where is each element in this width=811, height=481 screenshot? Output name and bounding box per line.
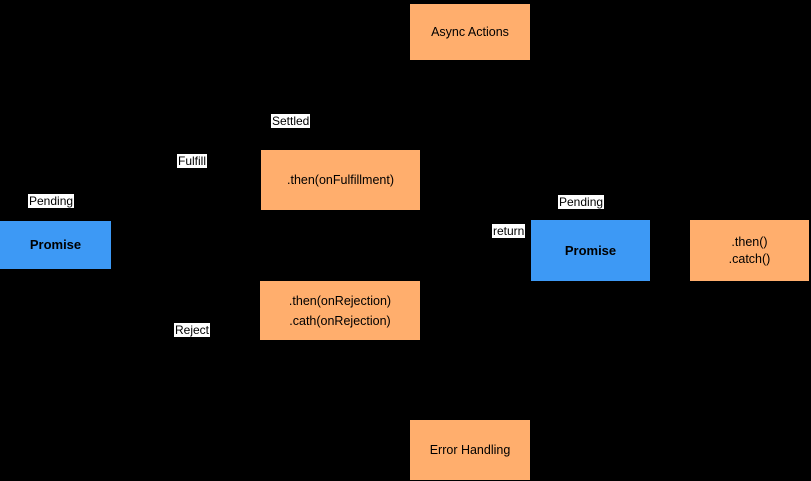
node-promise-left-label: Promise (29, 237, 82, 252)
node-error-handling-label: Error Handling (429, 443, 511, 457)
node-promise-right-label: Promise (564, 242, 617, 258)
node-then-catch[interactable]: .then() .catch() (690, 220, 809, 281)
node-then-onrejection-line1: .then(onRejection) (288, 293, 392, 308)
edge-label-pending-right: Pending (558, 195, 605, 209)
node-then-catch-line1: .then() (731, 234, 768, 249)
edge-label-fulfill: Fulfill (177, 154, 208, 168)
node-then-onrejection[interactable]: .then(onRejection) .cath(onRejection) (260, 281, 420, 340)
node-promise-right[interactable]: Promise (531, 220, 650, 281)
node-then-onfulfillment[interactable]: .then(onFulfillment) (261, 150, 420, 210)
edge-label-return: return (492, 224, 526, 238)
node-async-actions[interactable]: Async Actions (410, 4, 530, 60)
node-error-handling[interactable]: Error Handling (410, 420, 530, 480)
node-then-onfulfillment-label: .then(onFulfillment) (287, 173, 394, 187)
node-then-onrejection-line2: .cath(onRejection) (289, 313, 391, 328)
node-then-catch-line2: .catch() (728, 251, 771, 266)
node-async-actions-label: Async Actions (431, 25, 509, 39)
node-promise-left[interactable]: Promise (0, 221, 111, 269)
edge-label-reject: Reject (174, 323, 211, 337)
edge-label-pending-left: Pending (28, 194, 75, 208)
edge-label-settled: Settled (271, 114, 311, 128)
